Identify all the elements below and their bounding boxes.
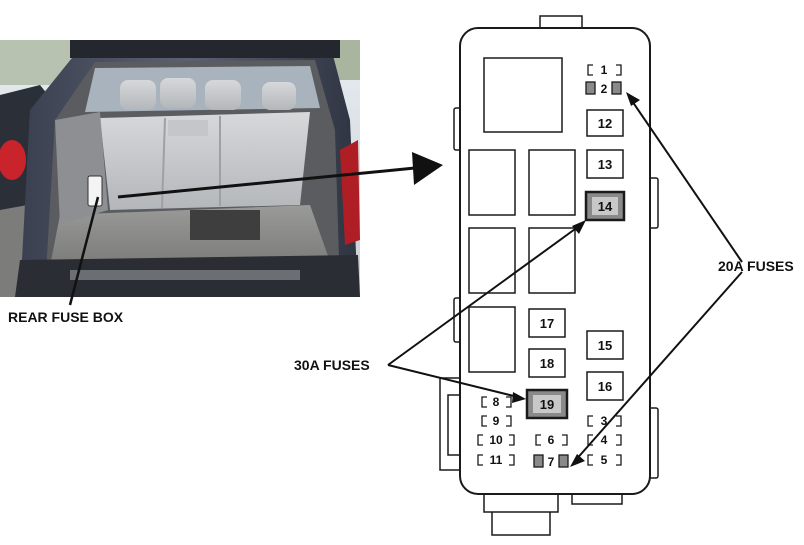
mini-fuse-3: 3 — [587, 414, 622, 428]
mini-fuse-1-label: 1 — [601, 63, 608, 77]
mini-fuse-2: 2 — [585, 81, 622, 96]
mini-fuse-10-label: 10 — [489, 433, 503, 447]
mini-fuse-7-label: 7 — [548, 455, 555, 469]
fuse-19: 19 — [525, 388, 569, 420]
fuse-13-label: 13 — [598, 157, 612, 172]
mini-fuse-9: 9 — [481, 414, 512, 428]
large-fuses: 12 13 14 15 16 17 18 19 — [525, 109, 626, 420]
mini-fuse-6-label: 6 — [548, 433, 555, 447]
fuse-12: 12 — [586, 109, 624, 137]
fuse-15: 15 — [586, 330, 624, 360]
mini-fuse-11: 11 — [477, 453, 515, 467]
fuse-14-label: 14 — [598, 199, 613, 214]
rear-fuse-box-label: REAR FUSE BOX — [8, 309, 124, 325]
mini-fuse-8: 8 — [481, 395, 512, 409]
30a-fuses-label: 30A FUSES — [294, 357, 370, 373]
mini-fuse-11-label: 11 — [490, 453, 503, 467]
mini-fuse-10: 10 — [477, 433, 515, 447]
20a-fuses-label: 20A FUSES — [718, 258, 794, 274]
fuse-13: 13 — [586, 149, 624, 179]
callout-20a: 20A FUSES — [570, 92, 794, 467]
mini-fuse-2-label: 2 — [601, 82, 608, 96]
mini-fuses: 1 2 3 4 5 6 7 — [477, 63, 622, 469]
fuse-12-label: 12 — [598, 116, 612, 131]
fuse-17: 17 — [528, 308, 566, 338]
mini-fuse-5: 5 — [587, 453, 622, 467]
callout-30a: 30A FUSES — [294, 220, 586, 403]
fuse-15-label: 15 — [598, 338, 612, 353]
fuse-18-label: 18 — [540, 356, 554, 371]
fuse-17-label: 17 — [540, 316, 554, 331]
mini-fuse-3-label: 3 — [601, 414, 608, 428]
fuse-19-label: 19 — [540, 397, 554, 412]
fuse-16: 16 — [586, 371, 624, 401]
mini-fuse-1: 1 — [587, 63, 622, 77]
cargo-area-photo — [0, 40, 360, 297]
fuse-18: 18 — [528, 348, 566, 378]
mini-fuse-5-label: 5 — [601, 453, 608, 467]
mini-fuse-9-label: 9 — [493, 414, 500, 428]
mini-fuse-8-label: 8 — [493, 395, 500, 409]
mini-fuse-6: 6 — [535, 433, 568, 447]
rear-fuse-box-leader — [68, 196, 100, 306]
pointer-arrow — [117, 152, 443, 199]
mini-fuse-4-label: 4 — [601, 433, 608, 447]
fuse-14: 14 — [584, 190, 626, 222]
fuse-16-label: 16 — [598, 379, 612, 394]
mini-fuse-4: 4 — [587, 433, 622, 447]
mini-fuse-7: 7 — [533, 454, 569, 469]
